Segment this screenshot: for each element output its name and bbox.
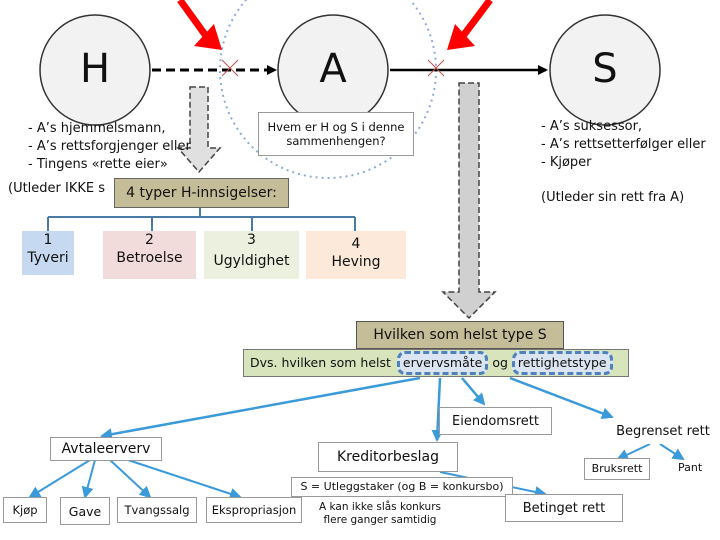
acquisition-label: Kjøp	[12, 503, 38, 517]
node-s-circle[interactable]	[549, 14, 661, 126]
any-s-type-box[interactable]: Hvilken som helst type S	[356, 321, 564, 349]
node-s-label: S	[592, 46, 618, 92]
begrenset-rett-box[interactable]: Begrenset rett	[608, 418, 718, 444]
gray-arrow-right	[441, 82, 497, 320]
ervervsmate-text: ervervsmåte	[402, 355, 483, 370]
h-objections-title: 4 typer H-innsigelser:	[126, 185, 277, 201]
acquisition-label: Tvangssalg	[124, 503, 190, 517]
question-text: Hvem er H og S i denne sammenhengen?	[267, 120, 405, 148]
betinget-rett-text: Betinget rett	[522, 500, 606, 516]
h-desc-line-4: (Utleder IKKE s	[8, 181, 106, 196]
objection-num: 3	[247, 232, 256, 248]
acquisition-kjop[interactable]: Kjøp	[3, 497, 47, 523]
h-desc-line-2: - A’s rettsforgjenger eller	[28, 139, 191, 154]
objection-label: Tyveri	[27, 250, 69, 266]
kreditorbeslag-text: Kreditorbeslag	[337, 449, 439, 465]
cross-mark-right	[427, 59, 445, 77]
red-arrow-left	[177, 0, 222, 50]
avtaleerverv-box[interactable]: Avtaleerverv	[50, 437, 162, 461]
s-type-arrows	[100, 376, 614, 442]
objection-num: 1	[43, 232, 53, 248]
bruksrett-text: Bruksrett	[591, 462, 643, 475]
ervervsmate-highlight[interactable]: ervervsmåte	[396, 351, 489, 375]
node-h-label: H	[79, 46, 111, 92]
node-h-circle[interactable]	[39, 14, 151, 126]
avtaleerverv-lines	[28, 459, 242, 500]
s-desc-line-3: - Kjøper	[541, 155, 592, 170]
node-a-label: A	[319, 46, 347, 92]
question-box[interactable]: Hvem er H og S i denne sammenhengen?	[258, 112, 414, 156]
avtaleerverv-text: Avtaleerverv	[61, 441, 151, 457]
acquisition-label: Gave	[68, 503, 102, 519]
acquisition-tvangssalg[interactable]: Tvangssalg	[117, 497, 197, 523]
begrenset-lines	[616, 443, 685, 461]
eiendomsrett-box[interactable]: Eiendomsrett	[439, 407, 552, 435]
s-desc-line-1: - A’s suksessor,	[541, 119, 643, 134]
kreditorbeslag-box[interactable]: Kreditorbeslag	[318, 442, 458, 472]
h-desc-line-3: - Tingens «rette eier»	[28, 157, 168, 172]
h-objections-title-box[interactable]: 4 typer H-innsigelser:	[114, 178, 289, 208]
s-desc-line-4: (Utleder sin rett fra A)	[541, 190, 685, 205]
objection-ugyldighet[interactable]: 3 Ugyldighet	[204, 231, 299, 279]
konkurs-note: A kan ikke slås konkurs flere ganger sam…	[319, 501, 441, 526]
objection-label: Betroelse	[116, 250, 183, 266]
objection-heving[interactable]: 4 Heving	[306, 231, 406, 279]
h-desc-line-1: - A’s hjemmelsmann,	[28, 121, 166, 136]
s-type-detail-box[interactable]: Dvs. hvilken som helst ervervsmåte og re…	[243, 349, 629, 377]
s-desc-line-2: - A’s rettsetterfølger eller	[541, 137, 706, 152]
objection-label: Heving	[331, 254, 381, 270]
acquisition-ekspropriasjon[interactable]: Ekspropriasjon	[206, 497, 302, 523]
acquisition-gave[interactable]: Gave	[60, 497, 110, 525]
betinget-rett-box[interactable]: Betinget rett	[505, 494, 623, 522]
utleggstaker-text: S = Utleggstaker (og B = konkursbo)	[300, 480, 504, 493]
objection-num: 2	[145, 232, 154, 248]
begrenset-rett-text: Begrenset rett	[616, 423, 710, 439]
objection-tree-lines	[47, 208, 356, 231]
s-type-detail-and: og	[492, 355, 508, 370]
bruksrett-box[interactable]: Bruksrett	[584, 458, 650, 480]
any-s-type-text: Hvilken som helst type S	[373, 327, 547, 343]
acquisition-label: Ekspropriasjon	[211, 503, 297, 517]
h-description: - A’s hjemmelsmann, - A’s rettsforgjenge…	[28, 120, 191, 174]
pant-label[interactable]: Pant	[678, 461, 703, 474]
objection-label: Ugyldighet	[213, 253, 290, 269]
objection-tyveri[interactable]: 1 Tyveri	[22, 231, 74, 275]
s-description: - A’s suksessor, - A’s rettsetterfølger …	[541, 118, 706, 172]
objection-betroelse[interactable]: 2 Betroelse	[103, 231, 196, 279]
rettighetstype-text: rettighetstype	[517, 355, 607, 370]
objection-num: 4	[351, 236, 361, 252]
cross-mark-left	[221, 59, 239, 77]
gray-arrow-left	[176, 86, 222, 174]
utleggstaker-box[interactable]: S = Utleggstaker (og B = konkursbo)	[291, 477, 513, 497]
s-type-detail-prefix: Dvs. hvilken som helst	[250, 355, 391, 370]
red-arrow-right	[447, 0, 493, 50]
eiendomsrett-text: Eiendomsrett	[452, 413, 539, 429]
rettighetstype-highlight[interactable]: rettighetstype	[511, 351, 613, 375]
